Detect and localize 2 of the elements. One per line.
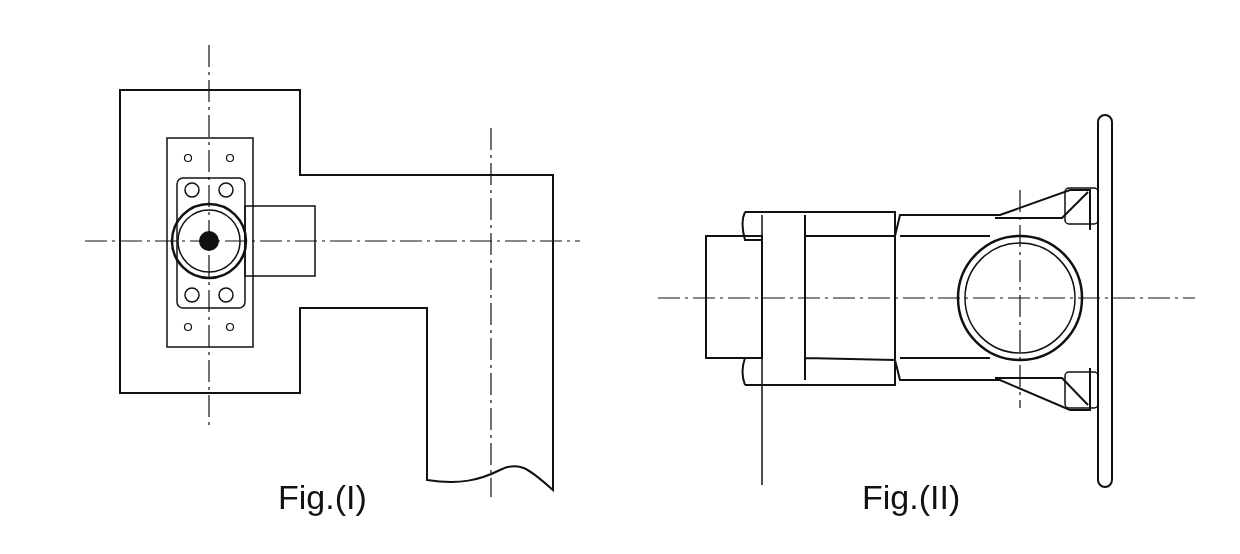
figure-caption: Fig.(I)	[278, 480, 367, 514]
figure-caption: Fig.(II)	[862, 480, 961, 514]
